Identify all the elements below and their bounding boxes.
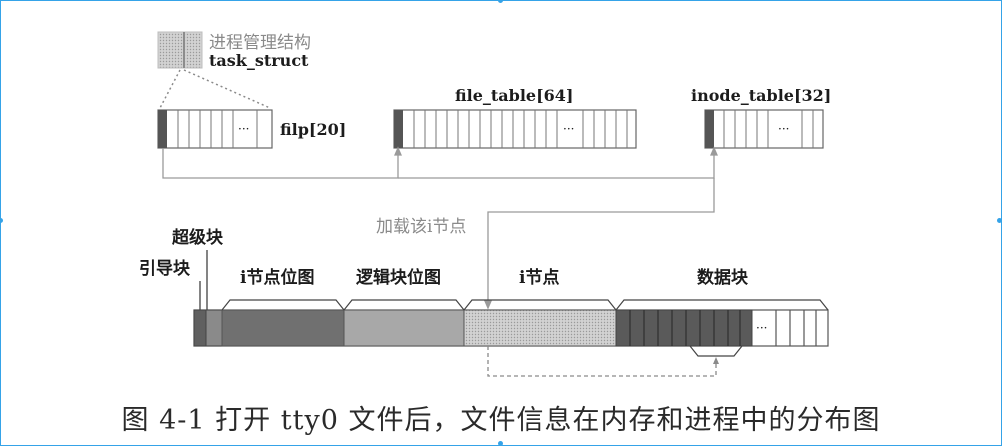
data-pointer-dashed bbox=[487, 346, 717, 377]
super-block-segment bbox=[205, 309, 223, 347]
logic-bitmap-label: 逻辑块位图 bbox=[356, 267, 441, 288]
file-table-array: ··· bbox=[393, 109, 637, 149]
inode-table-array: ··· bbox=[704, 109, 824, 149]
resize-handle-top[interactable] bbox=[498, 0, 503, 3]
filp-label: filp[20] bbox=[280, 120, 346, 139]
data-block-ellipsis: ··· bbox=[756, 321, 767, 335]
inode-bitmap-segment bbox=[221, 309, 345, 347]
disk-layout-bar: ··· bbox=[193, 309, 829, 347]
resize-handle-right[interactable] bbox=[997, 218, 1002, 223]
inode-table-ellipsis: ··· bbox=[778, 122, 789, 136]
task-struct-label: task_struct bbox=[209, 51, 309, 70]
resize-handle-bottom[interactable] bbox=[498, 441, 503, 446]
filp-array: ··· bbox=[157, 109, 273, 149]
pointer-connectors bbox=[162, 146, 718, 179]
figure-caption: 图 4-1 打开 tty0 文件后，文件信息在内存和进程中的分布图 bbox=[121, 405, 881, 436]
segment-brackets bbox=[221, 299, 829, 311]
inode-segment bbox=[463, 309, 617, 347]
resize-handle-left[interactable] bbox=[0, 218, 3, 223]
super-block-label: 超级块 bbox=[172, 227, 224, 248]
boot-block-segment bbox=[193, 309, 207, 347]
file-table-label: file_table[64] bbox=[455, 86, 574, 105]
logic-bitmap-segment bbox=[343, 309, 465, 347]
inode-table-label: inode_table[32] bbox=[691, 86, 831, 105]
process-struct-label: 进程管理结构 bbox=[209, 33, 311, 53]
file-distribution-diagram: 进程管理结构 task_struct ··· filp[20] file_tab… bbox=[139, 31, 831, 377]
data-block-segment bbox=[615, 309, 753, 347]
filp-ellipsis: ··· bbox=[238, 122, 249, 136]
data-block-label: 数据块 bbox=[697, 267, 749, 288]
inode-bitmap-label: i节点位图 bbox=[240, 267, 314, 288]
load-inode-label: 加载该i节点 bbox=[376, 217, 466, 237]
boot-block-label: 引导块 bbox=[139, 259, 191, 279]
file-table-ellipsis: ··· bbox=[563, 122, 574, 136]
inode-label: i节点 bbox=[519, 267, 559, 288]
data-block-bracket bbox=[689, 345, 743, 357]
load-inode-connector bbox=[484, 178, 715, 310]
task-struct-block bbox=[157, 31, 203, 69]
